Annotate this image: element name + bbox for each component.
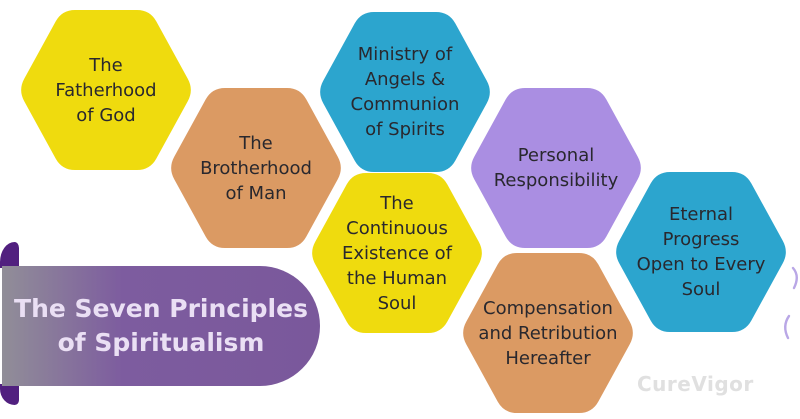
hexagon-label: The Fatherhood of God <box>55 54 157 126</box>
diagram-title-line1: The Seven Principles <box>14 294 308 323</box>
hexagon-label: Ministry of Angels & Communion of Spirit… <box>350 44 460 140</box>
hexagon-brotherhood-of-man: The Brotherhood of Man <box>168 88 344 248</box>
hexagon-shape <box>463 253 633 413</box>
title-banner: The Seven Principles of Spiritualism <box>2 266 320 386</box>
hexagon-shape <box>616 172 786 332</box>
hexagon-personal-responsibility: Personal Responsibility <box>468 88 644 248</box>
hexagon-shape <box>21 10 191 170</box>
hexagon-continuous-existence: The Continuous Existence of the Human So… <box>309 173 485 333</box>
hexagon-fatherhood-of-god: The Fatherhood of God <box>18 10 194 170</box>
hexagon-label: Eternal Progress Open to Every Soul <box>636 204 766 300</box>
ribbon-fold-top <box>0 242 19 268</box>
hexagon-label: Compensation and Retribution Hereafter <box>478 297 618 369</box>
ribbon-fold-bottom <box>0 384 19 405</box>
hexagon-shape <box>471 88 641 248</box>
hexagon-ministry-of-angels: Ministry of Angels & Communion of Spirit… <box>317 12 493 172</box>
sparkle-mark-icon <box>791 266 798 290</box>
hexagon-label: The Continuous Existence of the Human So… <box>342 192 452 314</box>
hexagon-shape <box>171 88 341 248</box>
sparkle-mark-icon <box>784 314 791 340</box>
diagram-title-line2: of Spiritualism <box>57 328 265 357</box>
watermark-curevigor: CureVigor <box>637 372 754 396</box>
hexagon-shape <box>320 12 490 172</box>
hexagon-compensation-retribution: Compensation and Retribution Hereafter <box>460 253 636 413</box>
hexagon-label: Personal Responsibility <box>493 145 619 191</box>
hexagon-eternal-progress: Eternal Progress Open to Every Soul <box>613 172 789 332</box>
hexagon-label: The Brotherhood of Man <box>200 132 312 204</box>
hexagon-shape <box>312 173 482 333</box>
diagram-title: The Seven Principles of Spiritualism <box>11 292 311 360</box>
